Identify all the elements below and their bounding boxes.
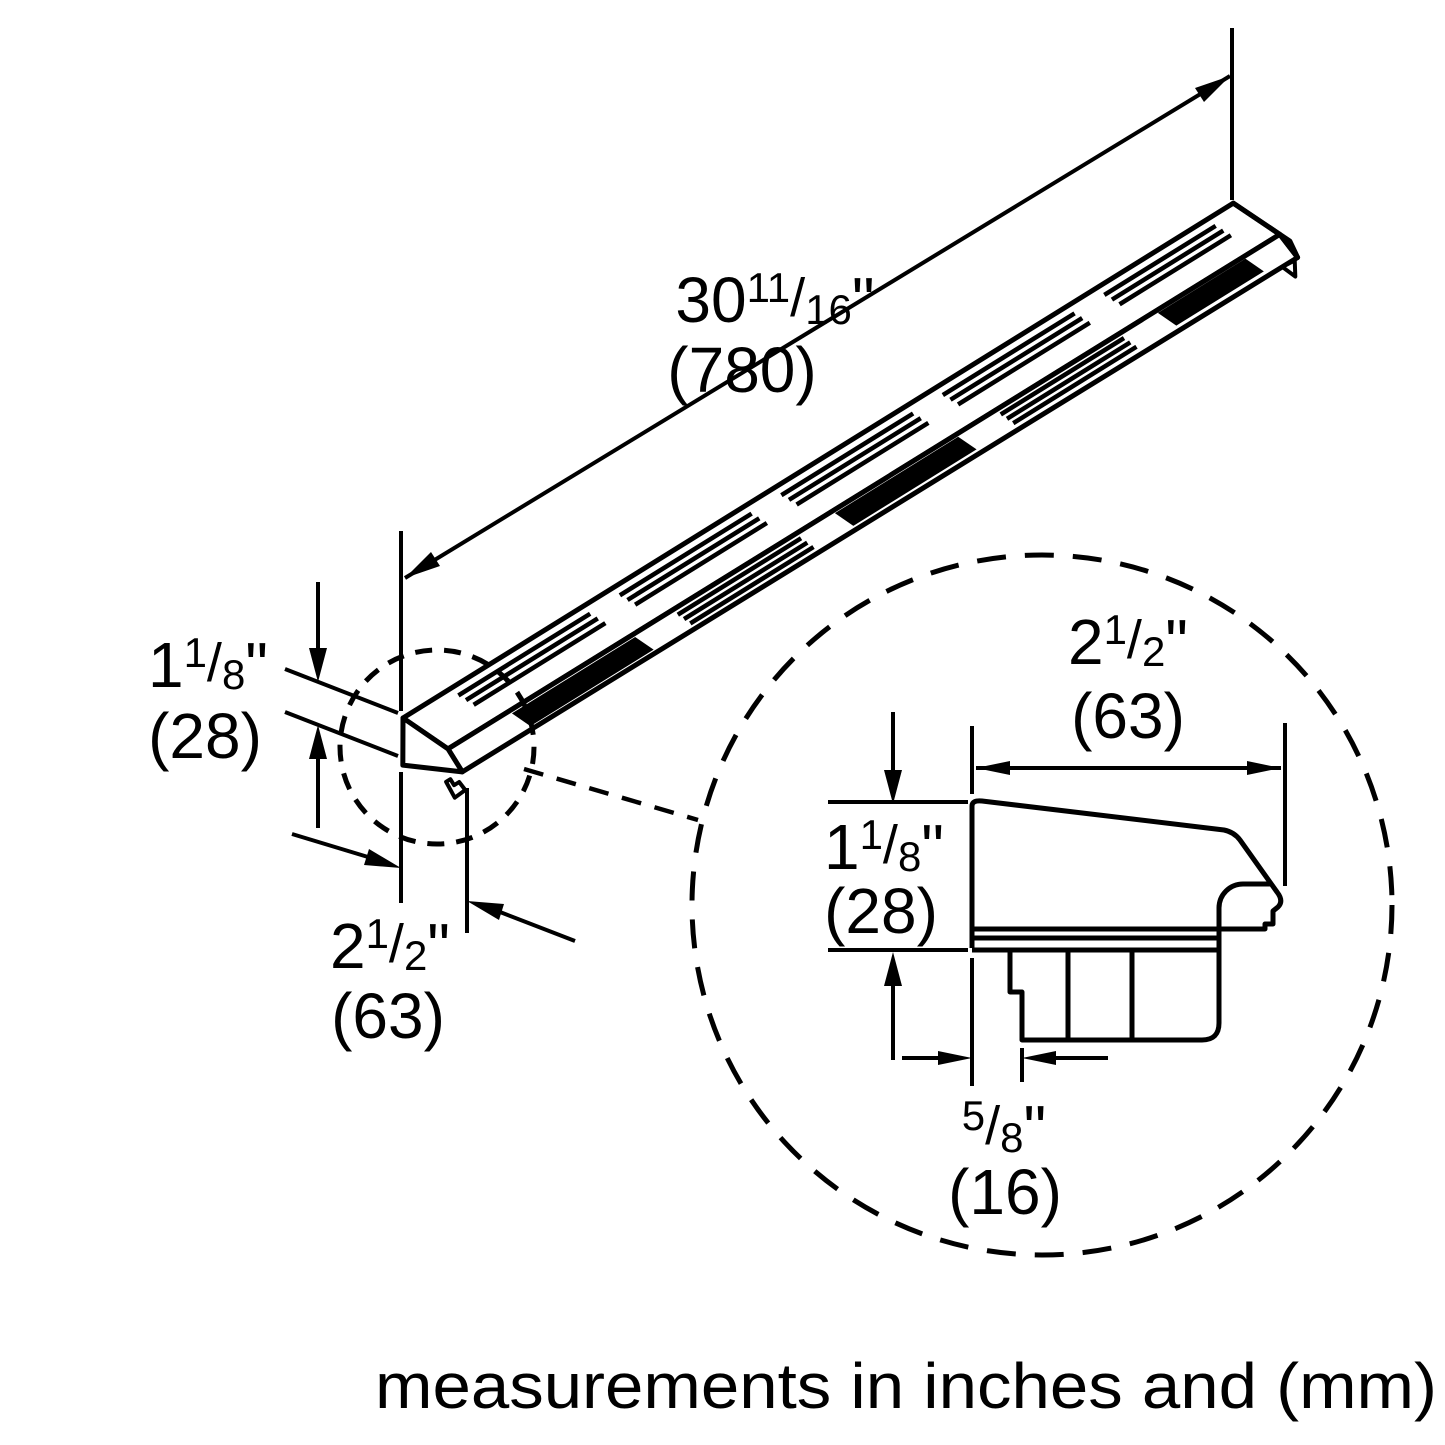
edge-height-extension-bottom (284, 710, 399, 758)
trim-left-mounting-hook (444, 777, 468, 800)
dimension-edge-depth: 21/2" (63) (291, 788, 576, 1052)
detail-source-circle (337, 647, 537, 847)
dimension-section-height: 11/8" (28) (824, 712, 968, 1060)
detail-callout (337, 552, 1395, 1258)
edge-height-value-mm: (28) (148, 700, 262, 772)
cross-section (969, 798, 1284, 1043)
trim-right-end-cap (1230, 200, 1301, 260)
section-inset-value-inches: 5/8" (962, 1092, 1046, 1164)
length-dimension-line (403, 74, 1232, 580)
dimension-length: 3011/16" (780) (399, 28, 1234, 903)
edge-depth-value-inches: 21/2" (330, 910, 450, 982)
vent-trim-isometric (400, 200, 1301, 800)
detail-leader-line (523, 766, 699, 823)
section-trim-outline (969, 798, 1284, 948)
section-underbody-outline (1007, 950, 1222, 1043)
section-inset-arrowhead-left (938, 1051, 972, 1065)
length-value-mm: (780) (667, 334, 816, 406)
length-arrowhead-left (405, 552, 440, 578)
edge-height-extension-top (284, 667, 399, 715)
trim-top-face-louver-slots (457, 223, 1233, 707)
section-height-arrowhead-up (884, 952, 902, 986)
section-nose-ogee (1216, 881, 1270, 950)
length-value-inches: 3011/16" (675, 264, 874, 336)
trim-left-end-cap (400, 715, 465, 775)
units-caption: measurements in inches and (mm) (375, 1350, 1437, 1422)
section-height-value-inches: 11/8" (824, 811, 944, 883)
trim-front-face-open-slots (511, 258, 1264, 727)
trim-right-mounting-hook (1280, 258, 1298, 279)
length-arrowhead-right (1195, 76, 1230, 102)
section-height-value-mm: (28) (824, 875, 938, 947)
edge-height-value-inches: 11/8" (148, 629, 268, 701)
section-inset-arrowhead-right (1022, 1051, 1056, 1065)
section-inset-value-mm: (16) (948, 1156, 1062, 1228)
dimension-section-width: 21/2" (63) (970, 606, 1287, 886)
edge-depth-arrowhead-left (364, 849, 401, 868)
section-width-arrowhead-left (976, 761, 1010, 775)
dimension-section-inset: 5/8" (16) (902, 958, 1108, 1228)
edge-height-arrowhead-down (309, 648, 327, 682)
section-height-arrowhead-down (884, 770, 902, 804)
edge-depth-arrow-shaft-right (499, 910, 576, 943)
detail-zoom-circle (689, 552, 1395, 1258)
dimension-edge-height: 11/8" (28) (148, 582, 399, 828)
section-width-value-mm: (63) (1071, 680, 1185, 752)
edge-depth-arrow-shaft-left (291, 832, 369, 859)
trim-front-face-louver-slots (676, 336, 1138, 626)
section-width-value-inches: 21/2" (1068, 606, 1188, 678)
section-width-arrowhead-right (1247, 761, 1281, 775)
edge-depth-arrowhead-right (467, 901, 504, 920)
edge-depth-value-mm: (63) (331, 980, 445, 1052)
edge-height-arrowhead-up (309, 725, 327, 759)
